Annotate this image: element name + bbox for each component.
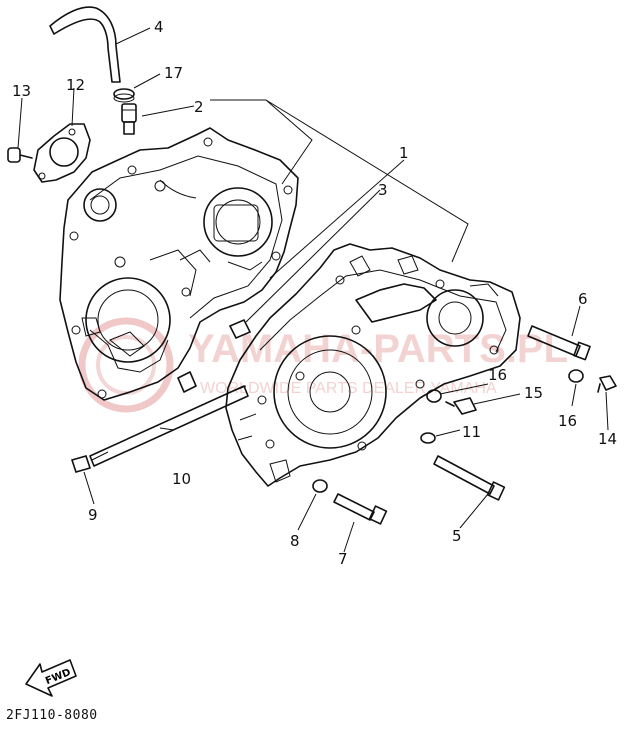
screw (7, 147, 33, 163)
reference-code: 2FJ110-8080 (6, 708, 98, 723)
washer-c (312, 479, 328, 493)
flange-bolt-short (445, 397, 477, 415)
callout-8: 8 (290, 532, 300, 550)
callout-16-b: 16 (558, 412, 577, 430)
callout-12: 12 (66, 76, 85, 94)
o-ring (420, 432, 436, 444)
bolt-long (527, 325, 591, 361)
callout-13: 13 (12, 82, 31, 100)
washer-b (568, 369, 584, 383)
callout-1: 1 (399, 144, 409, 162)
hose-clip (113, 88, 135, 103)
callout-3: 3 (378, 181, 388, 199)
callout-11: 11 (462, 423, 481, 441)
bolt-short (333, 493, 388, 525)
nut (70, 455, 92, 473)
callout-2: 2 (194, 98, 204, 116)
callout-6: 6 (578, 290, 588, 308)
callout-9: 9 (88, 506, 98, 524)
flange-bolt (597, 375, 617, 393)
gasket-plate (33, 123, 91, 183)
callout-16-a: 16 (488, 366, 507, 384)
washer-a (426, 389, 442, 403)
bolt-medium (433, 455, 506, 501)
callout-5: 5 (452, 527, 462, 545)
callouts: 1 2 3 4 5 6 7 8 9 10 11 12 13 14 15 16 1… (12, 18, 617, 568)
long-stud (89, 385, 249, 467)
leader-lines (17, 27, 609, 553)
callout-14: 14 (598, 430, 617, 448)
breather-fitting (121, 103, 137, 135)
breather-hose (49, 6, 121, 83)
right-crankcase-half (225, 243, 521, 487)
callout-4: 4 (154, 18, 164, 36)
callout-7: 7 (338, 550, 348, 568)
callout-15: 15 (524, 384, 543, 402)
fwd-arrow-icon: FWD (25, 659, 77, 697)
callout-17: 17 (164, 64, 183, 82)
left-crankcase-half (59, 127, 299, 401)
callout-10: 10 (172, 470, 191, 488)
